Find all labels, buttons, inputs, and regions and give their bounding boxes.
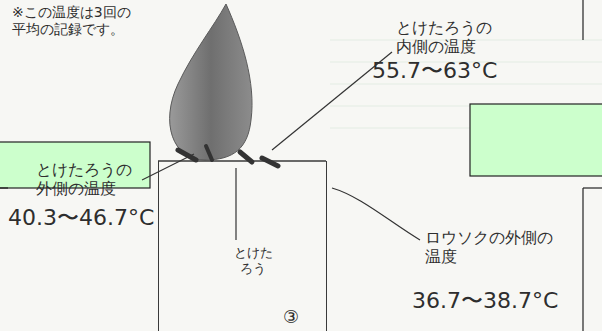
temperature-label: 55.7〜63°C — [372, 58, 497, 84]
candle-body: とけた ろう — [158, 161, 327, 331]
frame-line — [0, 187, 8, 188]
frame-line — [582, 188, 583, 331]
temperature-label: とけたろうの 外側の温度 — [36, 160, 148, 198]
temperature-label: とけたろうの 内側の温度 — [396, 18, 508, 56]
wax-label: とけた ろう — [231, 245, 275, 276]
frame-line — [582, 0, 583, 40]
temperature-label: 36.7〜38.7°C — [412, 288, 558, 314]
note-text: ※この温度は3回の 平均の記録です。 — [12, 4, 146, 38]
temperature-label: 40.3〜46.7°C — [8, 205, 154, 231]
green-panel — [470, 104, 602, 176]
figure-number: ③ — [283, 306, 299, 328]
melted-wax — [178, 146, 278, 166]
flame — [170, 4, 252, 160]
frame-line — [583, 187, 602, 188]
temperature-label: ロウソクの外側の 温度 — [425, 228, 563, 266]
